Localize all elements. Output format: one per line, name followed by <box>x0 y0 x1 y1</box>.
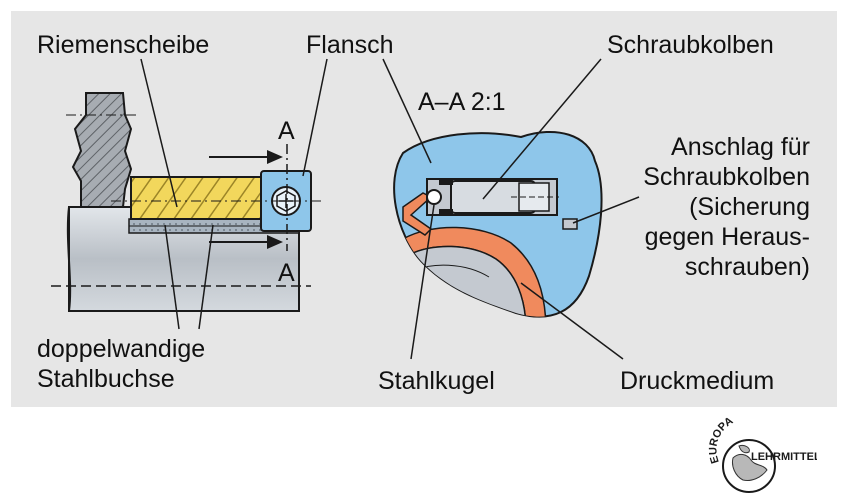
logo-right-text: LEHRMITTEL <box>751 451 817 463</box>
technical-drawing <box>51 58 640 360</box>
section-view <box>382 58 640 360</box>
europa-lehrmittel-logo: EUROPA LEHRMITTEL <box>707 416 817 493</box>
label-schraubkolben: Schraubkolben <box>607 31 774 59</box>
label-anschlag-line: Schraubkolben <box>643 163 810 191</box>
label-flansch: Flansch <box>306 31 394 59</box>
label-anschlag: Anschlag für Schraubkolben (Sicherung ge… <box>596 132 810 282</box>
section-marker-bottom: A <box>278 259 295 287</box>
label-doppelwandige-line: doppelwandige <box>37 335 206 363</box>
label-anschlag-line: gegen Heraus- <box>644 223 810 251</box>
pulley-body <box>71 92 133 208</box>
section-marker-top: A <box>278 117 295 145</box>
steel-ball <box>426 189 442 205</box>
label-druckmedium: Druckmedium <box>620 367 775 395</box>
label-doppelwandige-stahlbuchse: doppelwandige Stahlbuchse <box>37 334 205 394</box>
section-title: A–A 2:1 <box>418 88 506 116</box>
left-assembly <box>51 58 328 330</box>
label-riemenscheibe: Riemenscheibe <box>37 31 210 59</box>
label-anschlag-line: schrauben) <box>684 253 810 281</box>
pulley-thread <box>130 176 266 220</box>
label-doppelwandige-line: Stahlbuchse <box>37 365 175 393</box>
label-stahlkugel: Stahlkugel <box>378 367 495 395</box>
piston-stop <box>562 218 578 230</box>
label-anschlag-line: (Sicherung <box>689 193 810 221</box>
label-anschlag-line: Anschlag für <box>671 133 810 161</box>
